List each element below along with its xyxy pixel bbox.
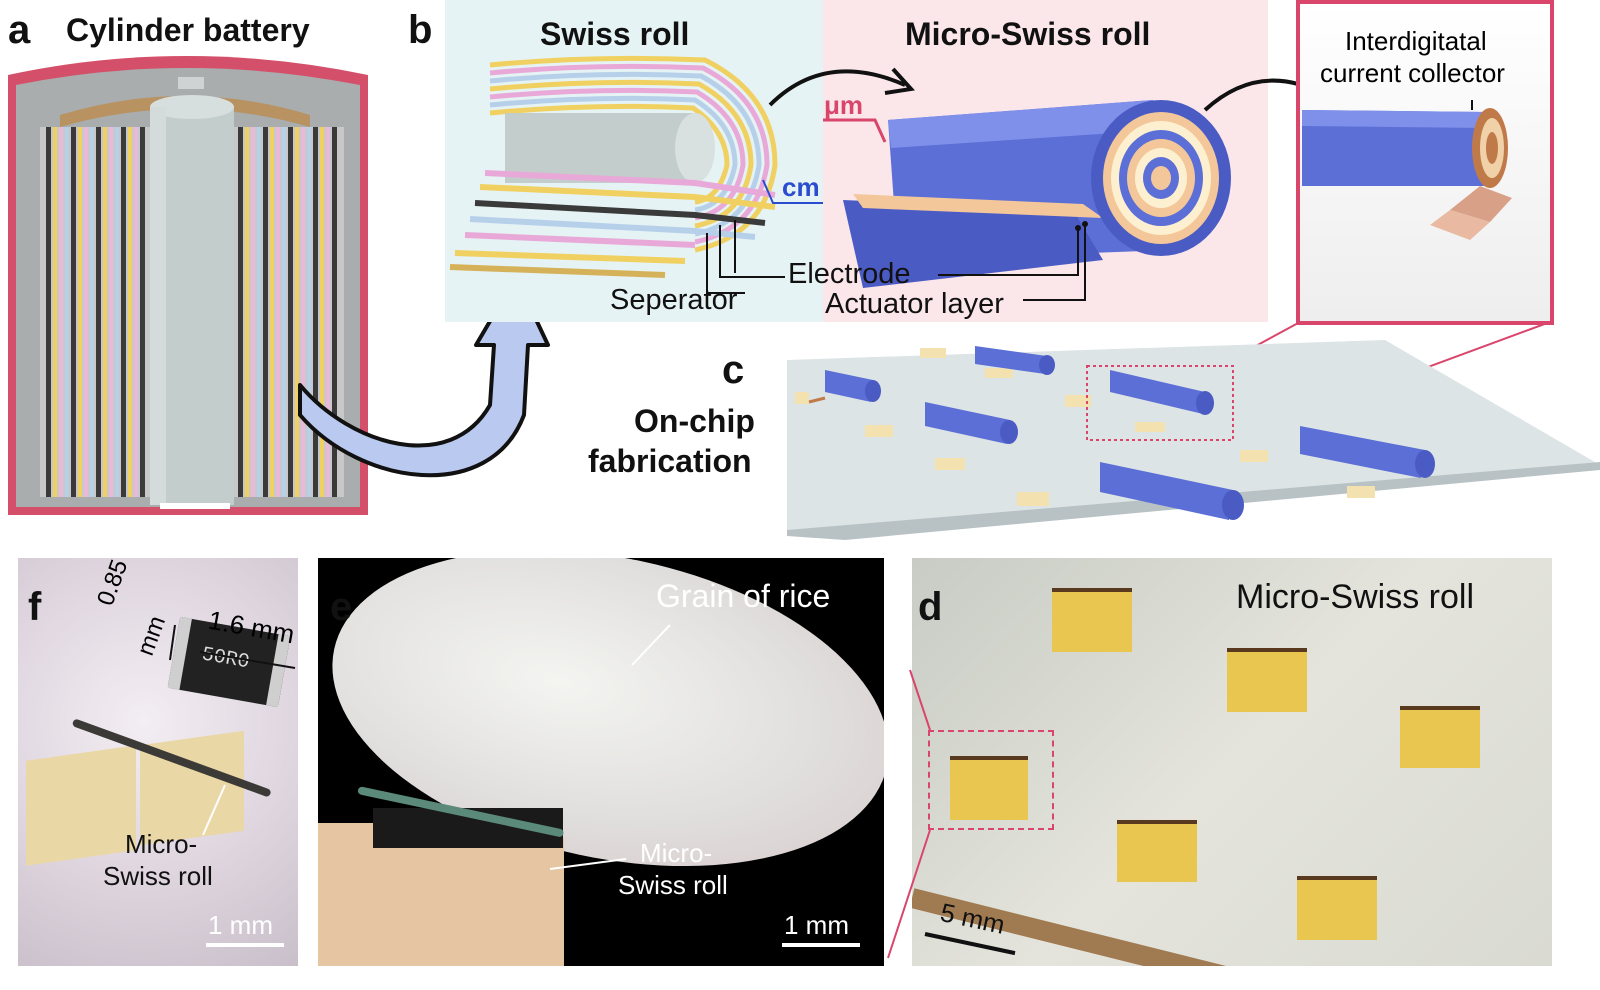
panel-e-scale-label: 1 mm: [784, 910, 849, 940]
panel-e-photo: [318, 558, 884, 966]
device-2: [1227, 648, 1307, 712]
panel-e-letter: e: [330, 585, 353, 629]
separator-label: Seperator: [610, 284, 738, 316]
panel-d-photo: [912, 558, 1552, 966]
micro-swiss-roll-title: Micro-Swiss roll: [905, 16, 1151, 52]
device-highlight-box: [928, 730, 1054, 830]
rice-label: Grain of rice: [656, 578, 831, 614]
swiss-roll-title: Swiss roll: [540, 16, 690, 52]
panel-c-title-line2: fabrication: [588, 443, 752, 479]
panel-f-roll-label-line2: Swiss roll: [103, 861, 213, 891]
panel-b-letter: b: [408, 8, 433, 52]
collector-label-line1: Interdigitatal: [1345, 26, 1487, 56]
panel-e-roll-label-line1: Micro-: [640, 838, 713, 868]
device-3: [1400, 706, 1480, 768]
unit-cm-label: cm: [782, 172, 820, 202]
panel-f-roll-label-line1: Micro-: [125, 829, 198, 859]
device-6: [1297, 876, 1377, 940]
device-1: [1052, 588, 1132, 652]
on-chip-fabrication-illustration: [787, 340, 1600, 540]
rice-leader-line: [631, 624, 671, 666]
collector-roll-illustration: [1302, 100, 1512, 240]
device-5: [1117, 820, 1197, 882]
cylinder-battery-illustration: [8, 56, 368, 515]
pad-right: [446, 838, 564, 966]
collector-label-line2: current collector: [1320, 58, 1505, 88]
panel-f-leader-line: [202, 784, 226, 836]
panel-d-magnification-lines: [887, 669, 931, 959]
panel-e-scale-bar: [782, 943, 860, 947]
actuator-layer-label: Actuator layer: [825, 288, 1004, 320]
dimension-lines: [169, 624, 296, 669]
pad-left: [26, 745, 136, 866]
panel-c-letter: c: [722, 348, 745, 392]
panel-c-title-line1: On-chip: [634, 403, 755, 439]
micro-swiss-roll-illustration: [823, 100, 1231, 301]
swiss-roll-illustration: [449, 55, 823, 294]
panel-a-letter: a: [8, 8, 31, 52]
panel-e-roll-leader-line: [549, 858, 627, 870]
panel-f-letter: f: [28, 585, 42, 629]
panel-a-title: Cylinder battery: [66, 12, 310, 48]
panel-f-scale-bar: [206, 943, 284, 947]
panel-e-roll-label-line2: Swiss roll: [618, 870, 728, 900]
collector-inset-frame: [1296, 0, 1554, 325]
electrode-label: Electrode: [788, 258, 911, 290]
panel-f-photo: 50R0: [18, 558, 298, 966]
arrow-swiss-to-micro-icon: [768, 67, 915, 107]
device-4: [950, 756, 1028, 820]
panel-f-scale-label: 1 mm: [208, 910, 273, 940]
panel-d-letter: d: [918, 585, 943, 629]
panel-d-title: Micro-Swiss roll: [1236, 578, 1474, 616]
magnification-arrow-icon: [298, 275, 550, 478]
unit-um-label: μm: [824, 90, 864, 120]
